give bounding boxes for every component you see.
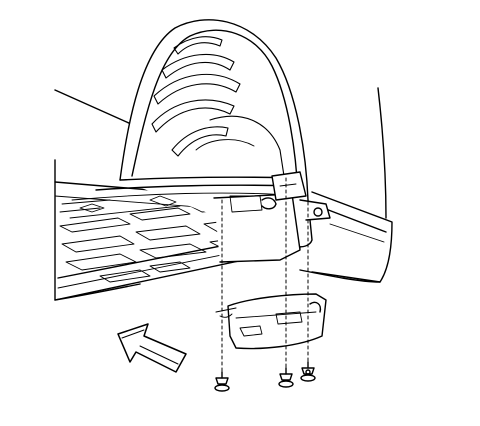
cargo-floor bbox=[54, 89, 301, 301]
fender-flare bbox=[213, 171, 331, 263]
push-pin-fastener bbox=[278, 367, 294, 388]
body-panel bbox=[299, 87, 393, 283]
push-pin-fastener bbox=[300, 361, 316, 382]
fastener-guides bbox=[221, 177, 309, 373]
wheelhouse-liner bbox=[71, 19, 313, 248]
push-pin-fastener bbox=[214, 371, 230, 392]
forward-arrow-icon bbox=[117, 323, 187, 373]
splash-shield bbox=[215, 293, 327, 350]
